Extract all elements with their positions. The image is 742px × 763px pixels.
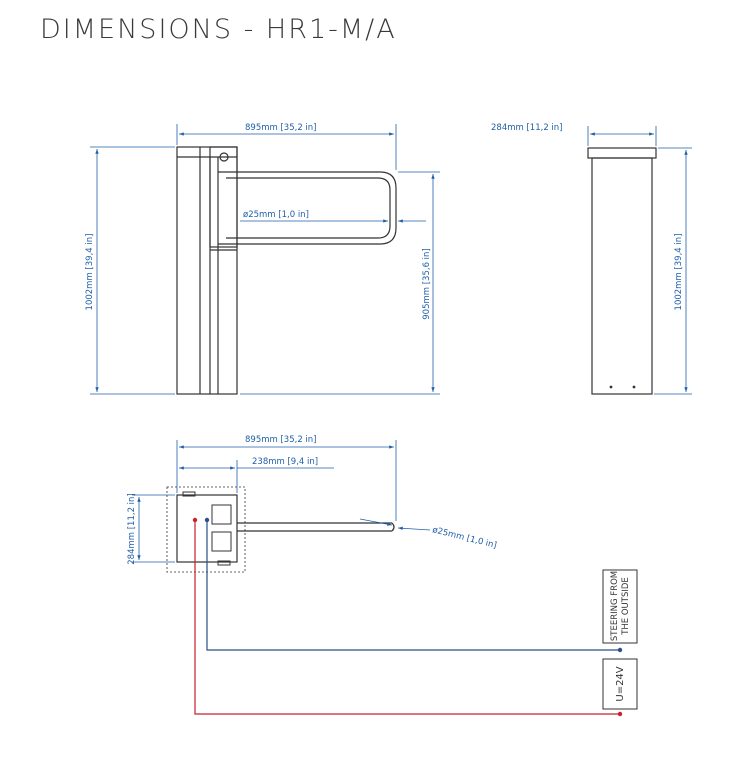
top-tube-label: ø25mm [1,0 in] — [431, 525, 497, 551]
side-depth-label: 284mm [11,2 in] — [491, 123, 563, 133]
top-dimensions — [132, 440, 431, 563]
power-wire — [194, 521, 620, 715]
wiring — [194, 521, 620, 715]
front-height-label: 1002mm [39,4 in] — [85, 234, 95, 311]
side-cap — [587, 147, 657, 159]
signal-wire — [206, 521, 620, 651]
post-outline — [176, 146, 238, 395]
front-view — [176, 146, 397, 395]
power-label: U=24V — [615, 666, 626, 701]
top-view — [166, 486, 395, 573]
page-title: DIMENSIONS - HR1-M/A — [40, 14, 397, 45]
steering-label-line1: STEERING FROM — [610, 571, 620, 641]
pivot-icon — [219, 152, 229, 162]
front-width-label: 895mm [35,2 in] — [245, 123, 317, 133]
top-width-label: 895mm [35,2 in] — [245, 435, 317, 445]
power-box — [602, 658, 638, 710]
arm-outer — [218, 171, 397, 245]
side-view — [587, 147, 657, 395]
power-end-icon — [617, 711, 623, 717]
top-footprint — [166, 486, 246, 573]
side-body — [591, 157, 653, 395]
signal-end-icon — [617, 647, 623, 653]
signal-terminal-icon — [204, 517, 210, 523]
top-offset-label: 238mm [9,4 in] — [252, 457, 318, 467]
power-terminal-icon — [192, 517, 198, 523]
front-dimensions — [90, 124, 440, 395]
arm-height-label: 905mm [35,6 in] — [422, 248, 432, 320]
steering-label-line2: THE OUTSIDE — [621, 577, 631, 636]
top-depth-label: 284mm [11,2 in] — [127, 493, 137, 565]
side-height-label: 1002mm [39,4 in] — [674, 234, 684, 311]
side-dimensions — [587, 126, 692, 395]
steering-box — [602, 569, 638, 644]
front-tube-label: ø25mm [1,0 in] — [243, 210, 309, 220]
arm-inner — [226, 177, 391, 239]
